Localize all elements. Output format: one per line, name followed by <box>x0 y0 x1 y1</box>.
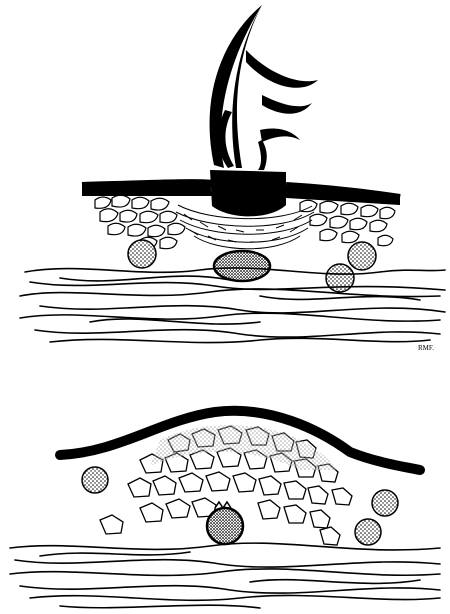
signature: RMF. <box>418 344 434 352</box>
nodule <box>128 240 156 268</box>
nodule <box>355 519 381 545</box>
fiber-bundle <box>10 543 440 608</box>
nodule <box>372 490 398 516</box>
nodule <box>82 467 108 493</box>
nodule <box>207 508 243 544</box>
dark-plug <box>210 170 286 216</box>
nodule <box>348 242 376 270</box>
upper-panel: RMF. <box>20 5 445 352</box>
lower-panel <box>10 411 440 608</box>
nodule <box>214 251 270 281</box>
cone-structure <box>210 5 318 170</box>
